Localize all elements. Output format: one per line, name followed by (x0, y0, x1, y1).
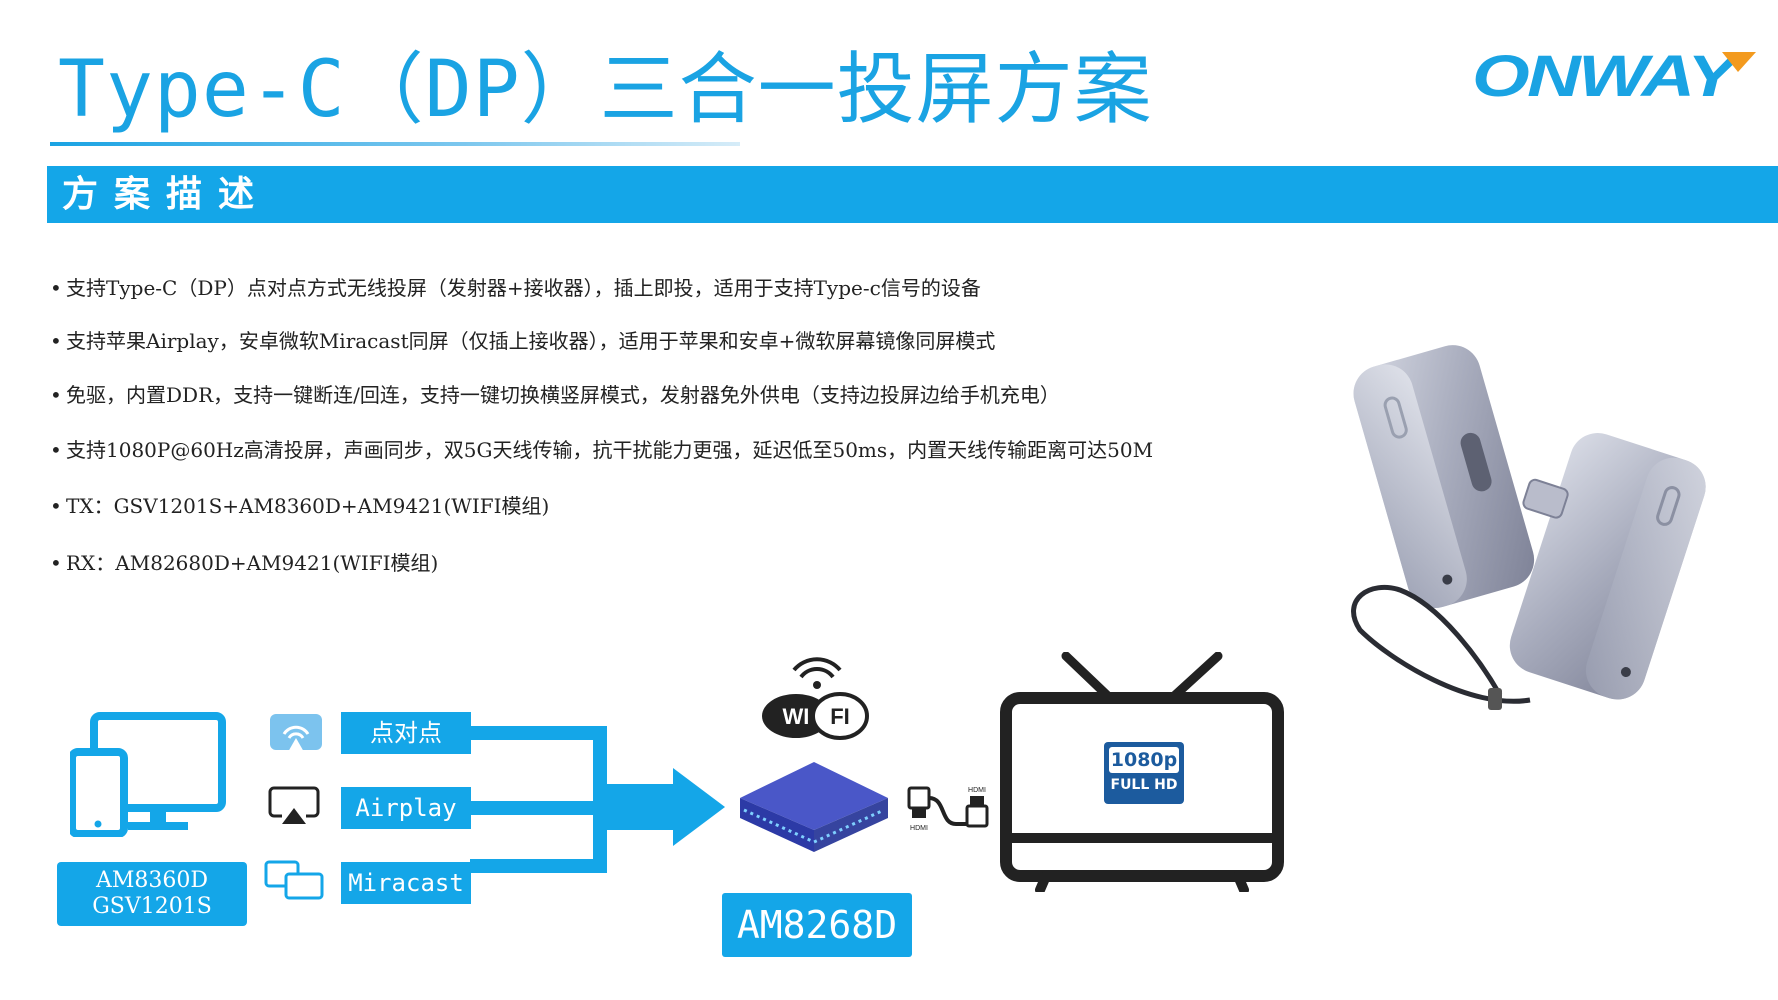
bullet-dot: • (50, 383, 62, 407)
wifi-logo-icon: WI FI (762, 657, 869, 740)
section-title: 方案描述 (62, 174, 271, 215)
bullet-dot: • (50, 329, 62, 353)
title-underline (50, 142, 740, 146)
bullet-item: •支持1080P@60Hz高清投屏，声画同步，双5G天线传输，抗干扰能力更强，延… (50, 436, 1153, 464)
bullet-item: •支持苹果Airplay，安卓微软Miracast同屏（仅插上接收器），适用于苹… (50, 327, 995, 355)
bullet-text: 支持苹果Airplay，安卓微软Miracast同屏（仅插上接收器），适用于苹果… (66, 329, 996, 353)
bullet-item: •支持Type-C（DP）点对点方式无线投屏（发射器+接收器），插上即投，适用于… (50, 274, 981, 302)
source-chip-label: AM8360D GSV1201S (57, 862, 247, 926)
logo-orange-triangle (1722, 52, 1756, 72)
airplay-icon (268, 786, 320, 824)
merge-arrow-connector (470, 726, 725, 873)
page-title: Type-C（DP）三合一投屏方案 (58, 45, 1153, 135)
monitor-phone-icon (70, 712, 226, 837)
protocol-miracast-label: Miracast (341, 862, 471, 904)
screen-mirror-icon (264, 860, 324, 900)
onway-logo: ONWAY (1472, 44, 1756, 108)
wifi-left-text: WI (783, 704, 810, 729)
source-chip-line2: GSV1201S (92, 894, 212, 919)
hdmi-cable-icon: HDMI HDMI (907, 786, 989, 832)
dongle-product-image (1351, 345, 1706, 710)
wifi-right-text: FI (830, 704, 850, 729)
tv-resolution: 1080p (1109, 747, 1179, 773)
protocol-airplay-label: Airplay (341, 787, 471, 829)
bullet-dot: • (50, 276, 62, 300)
tv-quality: FULL HD (1110, 777, 1178, 793)
bullet-text: 支持1080P@60Hz高清投屏，声画同步，双5G天线传输，抗干扰能力更强，延迟… (66, 438, 1154, 462)
hdmi-left-label: HDMI (910, 825, 928, 832)
bullet-item: •TX：GSV1201S+AM8360D+AM9421(WIFI模组) (50, 492, 549, 520)
bullet-text: RX：AM82680D+AM9421(WIFI模组) (66, 551, 439, 575)
bullet-text: 支持Type-C（DP）点对点方式无线投屏（发射器+接收器），插上即投，适用于支… (66, 276, 981, 300)
receiver-box-icon (740, 762, 888, 852)
logo-text: ONWAY (1472, 44, 1743, 108)
hdmi-right-label: HDMI (968, 787, 986, 794)
full-hd-badge: 1080p FULL HD (1104, 742, 1184, 804)
bullet-text: TX：GSV1201S+AM8360D+AM9421(WIFI模组) (66, 494, 550, 518)
bullet-dot: • (50, 551, 62, 575)
source-chip-line1: AM8360D (95, 868, 209, 893)
wireless-cast-icon (270, 714, 322, 752)
bullet-item: •免驱，内置DDR，支持一键断连/回连，支持一键切换横竖屏模式，发射器免外供电（… (50, 381, 1060, 409)
bullet-text: 免驱，内置DDR，支持一键断连/回连，支持一键切换横竖屏模式，发射器免外供电（支… (66, 383, 1060, 407)
receiver-chip-label: AM8268D (722, 893, 912, 957)
section-header-bar (47, 166, 1778, 223)
bullet-item: •RX：AM82680D+AM9421(WIFI模组) (50, 549, 438, 577)
protocol-p2p-label: 点对点 (341, 712, 471, 754)
bullet-dot: • (50, 494, 62, 518)
bullet-dot: • (50, 438, 62, 462)
